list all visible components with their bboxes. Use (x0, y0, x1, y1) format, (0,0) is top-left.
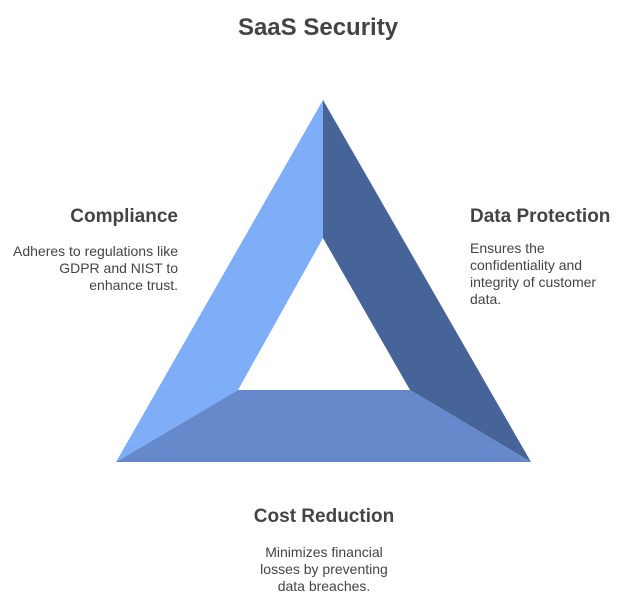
compliance-description: Adheres to regulations like GDPR and NIS… (13, 243, 178, 293)
cost-reduction-face (116, 390, 531, 462)
diagram-title: SaaS Security (237, 14, 399, 41)
data-protection-face (323, 100, 531, 462)
cost-reduction-description: Minimizes financial losses by preventing… (260, 544, 388, 594)
compliance-face (116, 100, 323, 462)
data-protection-description: Ensures the confidentiality and integrit… (470, 240, 597, 307)
cost-reduction-heading: Cost Reduction (253, 506, 395, 527)
compliance-heading: Compliance (70, 206, 178, 227)
data-protection-heading: Data Protection (470, 206, 611, 227)
